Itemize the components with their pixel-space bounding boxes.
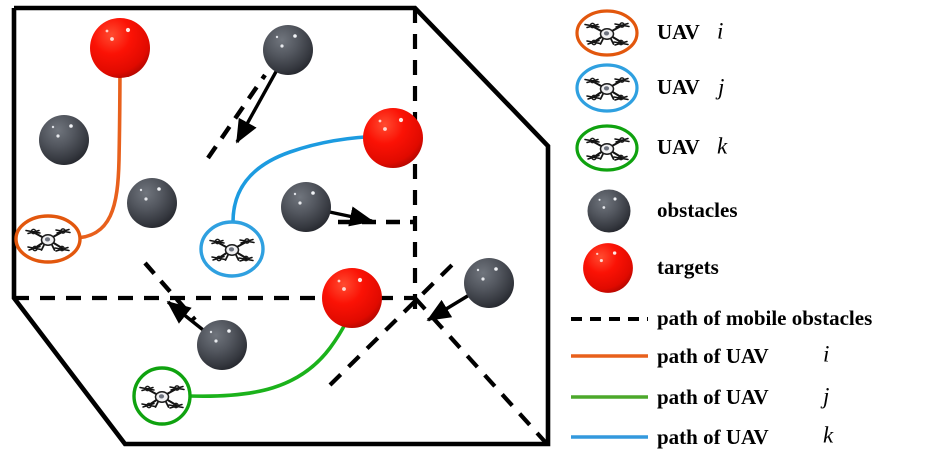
legend-symbol-path-uav-i: i <box>823 341 829 366</box>
legend-row-uav-j[interactable]: UAV j <box>575 63 724 113</box>
legend-label-path-uav-i: path of UAV <box>657 344 769 368</box>
legend: UAV i UAV j UAV k obstacles <box>571 9 872 449</box>
box-edge-hidden-diagonal <box>328 260 457 387</box>
scene-uav-i <box>14 214 82 264</box>
target-sphere-icon <box>583 243 633 293</box>
targets <box>90 18 423 328</box>
environment-box <box>11 5 551 447</box>
obstacle-sphere <box>197 320 247 370</box>
legend-label-path-uav-k: path of UAV <box>657 425 769 449</box>
legend-label-uav-i: UAV <box>657 20 700 44</box>
box-edge-back-diagonal <box>413 296 549 446</box>
legend-label-path-uav-j: path of UAV <box>657 385 769 409</box>
legend-row-path-uav-j[interactable]: path of UAV j <box>571 383 829 409</box>
target-sphere <box>322 268 382 328</box>
target-sphere <box>90 18 150 78</box>
scene-uav-k <box>132 366 192 426</box>
legend-row-obstacles[interactable]: obstacles <box>587 189 738 233</box>
legend-row-targets[interactable]: targets <box>583 243 719 293</box>
legend-row-path-uav-k[interactable]: path of UAV k <box>571 422 834 449</box>
legend-label-obstacles: obstacles <box>657 198 738 222</box>
obstacle-sphere <box>39 115 89 165</box>
legend-label-path-mobile-obstacles: path of mobile obstacles <box>657 306 872 330</box>
legend-symbol-uav-i: i <box>717 18 723 43</box>
legend-row-path-uav-i[interactable]: path of UAV i <box>571 341 829 368</box>
obstacle-sphere <box>127 178 177 228</box>
legend-row-uav-k[interactable]: UAV k <box>575 124 728 172</box>
obstacles <box>39 25 514 370</box>
obstacle-5-dashed-path <box>143 261 197 322</box>
legend-label-targets: targets <box>657 255 719 279</box>
obstacle-sphere-icon <box>587 189 631 233</box>
obstacle-sphere <box>263 25 313 75</box>
box-outline <box>11 5 551 447</box>
obstacle-sphere <box>464 258 514 308</box>
obstacle-sphere <box>281 182 331 232</box>
target-sphere <box>363 108 423 168</box>
legend-symbol-uav-j: j <box>715 74 724 99</box>
path-of-uav-i <box>71 53 122 240</box>
legend-symbol-uav-k: k <box>717 133 728 158</box>
scene-uav-j <box>199 220 265 278</box>
scene-uavs <box>14 214 265 426</box>
legend-symbol-path-uav-k: k <box>823 422 834 447</box>
box-visible-edges <box>11 5 551 447</box>
legend-row-uav-i[interactable]: UAV i <box>575 9 723 57</box>
legend-row-path-mobile-obstacles[interactable]: path of mobile obstacles <box>571 306 872 330</box>
legend-label-uav-j: UAV <box>657 75 700 99</box>
obstacle-2-dashed-path <box>206 73 267 160</box>
legend-label-uav-k: UAV <box>657 135 700 159</box>
legend-symbol-path-uav-j: j <box>820 383 829 408</box>
box-hidden-edges <box>14 8 549 446</box>
